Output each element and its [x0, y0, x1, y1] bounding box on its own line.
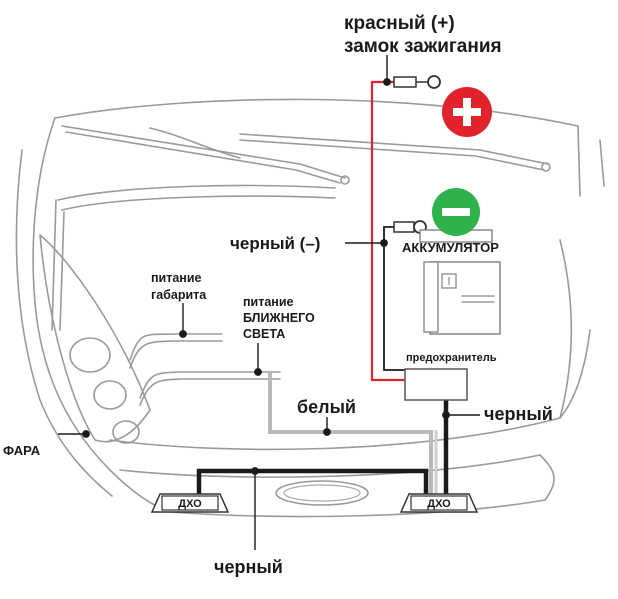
battery: [419, 229, 501, 335]
plus-ring-terminal: [393, 75, 441, 89]
label-battery: АККУМУЛЯТОР: [402, 240, 499, 255]
label-black-bottom: черный: [214, 557, 283, 577]
fuse-box: [404, 368, 468, 401]
car-outline: [15, 98, 605, 518]
label-lowbeam-line1: питание: [243, 295, 294, 309]
label-parking-line1: питание: [151, 271, 202, 285]
minus-ring-terminal: [393, 220, 427, 234]
minus-terminal-icon: [432, 188, 480, 236]
black-minus-wire: [383, 226, 405, 371]
leader-lines: [58, 55, 480, 550]
black-bridge-wire: [196, 468, 429, 496]
drl-left-label: ДХО: [178, 498, 202, 510]
drl-left: ДХО: [150, 493, 230, 513]
label-lowbeam-line2: БЛИЖНЕГО: [243, 311, 315, 325]
plus-terminal-icon: [442, 87, 492, 137]
drl-right: ДХО: [399, 493, 479, 513]
feed-lines: [129, 333, 281, 406]
label-fuse: предохранитель: [406, 352, 497, 364]
drl-right-label: ДХО: [427, 498, 451, 510]
white-wire: [268, 372, 433, 496]
label-white: белый: [297, 397, 356, 417]
label-parking-line2: габарита: [151, 288, 207, 302]
label-black-right: черный: [484, 404, 553, 424]
red-wire: [370, 80, 410, 382]
label-red-plus-line1: красный (+): [344, 13, 455, 34]
label-headlight: ФАРА: [3, 443, 41, 458]
label-red-plus-line2: замок зажигания: [344, 36, 502, 57]
label-lowbeam-line3: СВЕТА: [243, 327, 285, 341]
label-black-minus: черный (–): [230, 234, 320, 253]
